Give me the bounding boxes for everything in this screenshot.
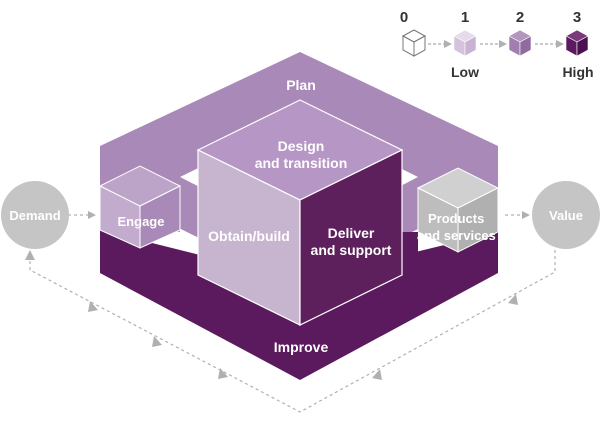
legend-cube-1 <box>453 29 477 57</box>
products-label-line2: and services <box>417 228 496 243</box>
improve-label: Improve <box>274 339 329 355</box>
legend-level-3-number: 3 <box>573 9 581 26</box>
products-services-cube <box>416 167 498 253</box>
engage-label: Engage <box>118 214 165 229</box>
improve-inner-edge <box>402 232 418 270</box>
deliver-support-face <box>299 149 403 326</box>
legend-high-label: High <box>562 64 593 80</box>
legend-cube-0 <box>401 29 427 57</box>
design-label-line1: Design <box>278 138 325 154</box>
legend-level-2-number: 2 <box>516 9 524 26</box>
feedback-loop-line <box>29 250 556 413</box>
demand-node <box>1 181 69 249</box>
value-label: Value <box>549 208 583 223</box>
demand-label: Demand <box>9 208 60 223</box>
legend-cube-3 <box>565 29 589 57</box>
legend-level-1-number: 1 <box>461 9 469 26</box>
obtain-build-label: Obtain/build <box>208 228 290 244</box>
deliver-label-line1: Deliver <box>328 225 375 241</box>
feedback-arrowheads <box>25 250 518 380</box>
legend-low-label: Low <box>451 64 479 80</box>
deliver-label-line2: and support <box>311 242 392 258</box>
design-transition-cube <box>196 99 404 326</box>
design-label-line2: and transition <box>255 155 348 171</box>
maturity-legend: 0 1 2 3 Low High <box>400 9 594 80</box>
value-node <box>532 181 600 249</box>
products-label-line1: Products <box>428 211 484 226</box>
plan-label: Plan <box>286 77 316 93</box>
feedback-arrows <box>29 211 556 413</box>
legend-cube-2 <box>508 29 532 57</box>
legend-level-0-number: 0 <box>400 9 408 26</box>
engage-cube <box>98 165 182 249</box>
